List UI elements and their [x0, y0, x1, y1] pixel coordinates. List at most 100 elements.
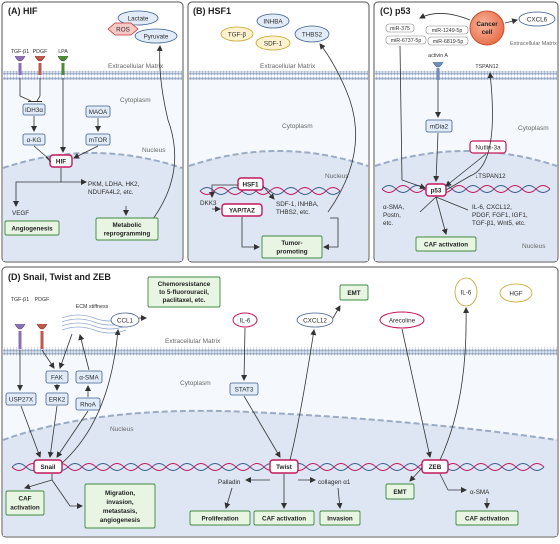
pyruvate-node — [134, 28, 178, 44]
yaptaz-node — [221, 203, 263, 217]
angiogenesis-box — [4, 220, 60, 236]
panel-hsf1: (B) HSF1 Extracellular Matrix Cytoplasm … — [187, 1, 370, 263]
cell-membrane — [375, 71, 557, 80]
tgfb1-label: TGF-β1 — [11, 49, 29, 55]
thbs2-node — [294, 25, 330, 43]
tgfb-label: TGF-β — [228, 32, 247, 39]
d-pdgf-receptor-icon — [36, 323, 48, 349]
zone-nucleus-label: Nucleus — [325, 173, 349, 180]
invasion-label: Invasion — [327, 516, 353, 523]
p53-right-line2: PDGF, FGF1, IGF1, — [472, 212, 528, 219]
p53-right-line3: TGF-β1, Wnt5, etc. — [472, 220, 526, 227]
d-tgfb1-label: TGF-β1 — [11, 297, 29, 303]
palladin-label: Palladin — [218, 479, 241, 486]
metabolic-line1: Metabolic — [112, 222, 142, 229]
akg-node — [22, 133, 46, 146]
hsf1-targets-line1: SDF-1, INHBA, — [276, 201, 319, 208]
zone-cytoplasm-label: Cytoplasm — [282, 123, 313, 130]
il6b-node — [454, 277, 478, 307]
zone-ecm-label: Extracellular Matrix — [165, 338, 221, 345]
dkk3-label: DKK3 — [200, 200, 217, 207]
arecoline-label: Arecoline — [389, 318, 416, 325]
tspan12-label: TSPAN12 — [475, 64, 498, 70]
cxcl6-label: CXCL6 — [527, 17, 548, 24]
cell-membrane — [3, 71, 182, 80]
inhba-label: INHBA — [263, 19, 283, 26]
chemoresistance-box — [147, 276, 221, 308]
zone-ecm-label: Extracellular Matrix — [108, 63, 164, 70]
rhoa-label: RhoA — [80, 402, 97, 409]
vegf-label: VEGF — [12, 210, 29, 217]
nucleus-region — [375, 151, 557, 261]
maoa-node — [85, 105, 111, 118]
stat3-label: STAT3 — [235, 387, 254, 394]
erk2-label: ERK2 — [49, 397, 66, 404]
microrna-cluster: miR-375 miR-1249-5p miR-6737-5p miR-6819… — [385, 23, 469, 46]
rhoa-node — [75, 397, 101, 411]
pyruvate-label: Pyruvate — [144, 34, 169, 41]
idh3a-node — [22, 103, 46, 116]
d-tgfb1-receptor-icon — [14, 323, 26, 349]
zone-cytoplasm-label: Cytoplasm — [518, 125, 549, 132]
zeb-node — [421, 459, 449, 474]
migration-box — [84, 483, 156, 529]
zone-cytoplasm-label: Cytoplasm — [120, 97, 151, 104]
metabolic-line2: reprogramming — [104, 231, 151, 238]
p53-label: p53 — [431, 188, 442, 195]
panel-snail-twist-zeb: (D) Snail, Twist and ZEB Extracellular M… — [1, 266, 559, 538]
cancer-line2: cell — [482, 29, 493, 36]
invasion-box — [319, 510, 361, 526]
akg-label: α-KG — [27, 137, 42, 144]
yaptaz-label: YAP/TAZ — [229, 208, 255, 215]
angiogenesis-label: Angiogenesis — [11, 226, 53, 233]
chemo-line1: Chemoresistance — [158, 281, 211, 288]
ccl1-label: CCL1 — [117, 318, 134, 325]
snail-caf-box — [5, 490, 45, 516]
maoa-label: MAOA — [89, 109, 108, 116]
cell-membrane — [189, 71, 368, 80]
panel-title: (D) Snail, Twist and ZEB — [8, 272, 111, 282]
metabolic-box — [95, 217, 159, 241]
zone-cytoplasm-label: Cytoplasm — [180, 380, 211, 387]
panel-hif: (A) HIF Extracellular Matrix Cytoplasm N… — [1, 1, 184, 263]
zone-ecm-line: Extracellular Matrix — [510, 41, 557, 47]
cxcl12-label: CXCL12 — [303, 318, 327, 325]
hgf-label: HGF — [509, 291, 522, 298]
mtor-label: mTOR — [89, 137, 108, 144]
arecoline-node — [379, 311, 425, 329]
ros-node — [107, 22, 139, 36]
lactate-node — [117, 10, 159, 26]
usp27x-node — [5, 392, 37, 406]
migration-line3: metastasis, — [103, 508, 138, 515]
cell-membrane — [3, 347, 557, 356]
zone-nucleus-label: Nucleus — [110, 426, 134, 433]
zeb-caf-label: CAF activation — [465, 516, 509, 523]
panel-p53: (C) p53 Extracellular Matrix Cytoplasm N… — [373, 1, 559, 263]
nucleus-region — [3, 153, 182, 261]
stat3-node — [229, 382, 259, 396]
mdia2-label: mDia2 — [430, 124, 449, 131]
panel-title: (C) p53 — [380, 6, 411, 16]
nutlin-label: Nutlin-3a — [475, 145, 501, 152]
tumor-line1: Tumor- — [281, 240, 302, 247]
snail-caf-line2: activation — [10, 505, 40, 512]
proliferation-label: Proliferation — [201, 516, 238, 523]
hgf-node — [499, 283, 533, 303]
hsf1-targets-line2: THBS2, etc. — [276, 209, 310, 216]
idh3a-label: IDH3α — [25, 107, 43, 114]
zeb-asma-label: α-SMA — [470, 489, 490, 496]
cxcl12-node — [296, 312, 334, 328]
migration-line2: invasion, — [106, 499, 134, 506]
twist-label: Twist — [276, 464, 293, 471]
panel-title: (A) HIF — [8, 6, 38, 16]
twist-node — [269, 459, 299, 474]
il6b-label: IL-6 — [461, 290, 472, 297]
mir-1249-label: miR-1249-5p — [432, 28, 463, 34]
p53-left-line2: Postn, — [383, 212, 401, 219]
p53-left-line3: etc. — [383, 220, 393, 227]
tgfb1-receptor-icon — [14, 55, 26, 75]
sdf1-label: SDF-1 — [264, 41, 283, 48]
mdia2-node — [425, 119, 453, 133]
hsf1-node — [237, 177, 264, 191]
